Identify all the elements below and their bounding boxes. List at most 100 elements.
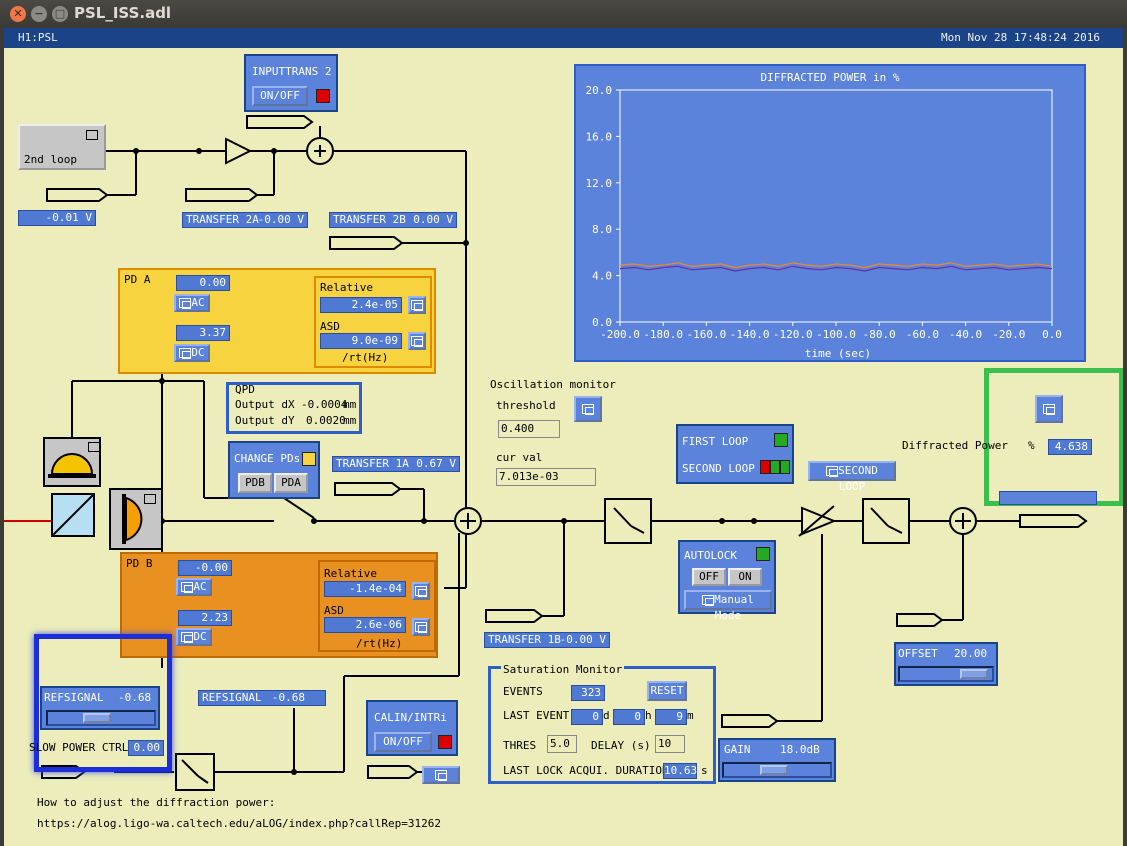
help-link[interactable]: https://alog.ligo-wa.caltech.edu/aLOG/in… — [37, 817, 441, 830]
offset-value: 20.00 — [954, 647, 988, 660]
header-channel: H1:PSL — [18, 31, 58, 44]
manual-mode-button[interactable]: Manual Mode — [684, 590, 772, 622]
osc-related-button[interactable] — [574, 396, 602, 422]
chart-y-tick-label: 20.0 — [586, 84, 613, 97]
pd-a-title: PD A — [124, 273, 151, 286]
osc-threshold-label: threshold — [496, 399, 556, 412]
duration-label: LAST LOCK ACQUI. DURATION — [503, 764, 669, 777]
chart-x-tick-label: -120.0 — [773, 328, 813, 341]
chart-series-line-1 — [619, 262, 1053, 269]
first-loop-label: FIRST LOOP — [682, 435, 749, 448]
pd-b-relative-value: -1.4e-04 — [324, 581, 406, 597]
pd-b-dc-button[interactable]: DC — [176, 628, 212, 646]
calin-onoff-button[interactable]: ON/OFF — [374, 732, 432, 752]
related-display-icon — [86, 130, 98, 140]
transfer-1b-value: -0.00 V — [559, 633, 606, 646]
pd-b-asd-value: 2.6e-06 — [324, 617, 406, 633]
qpd-panel: QPD Output dX -0.0004 mm Output dY 0.002… — [226, 382, 362, 434]
pd-related-icon[interactable] — [144, 494, 156, 504]
pd-b-asd-unit: /rt(Hz) — [356, 637, 403, 650]
delay-input[interactable]: 10 — [655, 735, 685, 753]
diffracted-power-highlight — [984, 368, 1123, 506]
delay-label: DELAY (s) — [591, 739, 651, 752]
pd-b-asd-plot-button[interactable] — [412, 618, 430, 636]
second-loop-status-label: SECOND LOOP — [682, 462, 755, 475]
refsignal-slider-knob[interactable] — [83, 713, 112, 723]
pd-a-panel: PD A 0.00 AC 3.37 DC Relative 2.4e-05 AS… — [118, 268, 436, 374]
qpd-dx-unit: mm — [343, 398, 357, 411]
thres-input[interactable]: 5.0 — [547, 735, 577, 753]
pd-b-ac-button[interactable]: AC — [176, 578, 212, 596]
pd-a-asd-unit: /rt(Hz) — [342, 351, 389, 364]
chart-x-tick-label: 0.0 — [1042, 328, 1062, 341]
pd-a-dc-button[interactable]: DC — [174, 344, 210, 362]
duration-value: 10.63 — [663, 763, 698, 779]
autolock-off-button[interactable]: OFF — [692, 568, 726, 586]
close-button[interactable]: ✕ — [10, 6, 26, 22]
refsignal-highlight — [34, 634, 172, 772]
second-loop-value: -0.01 V — [18, 210, 96, 226]
chart-x-tick-label: -20.0 — [992, 328, 1025, 341]
pd-a-ac-button[interactable]: AC — [174, 294, 210, 312]
osc-threshold-input[interactable]: 0.400 — [498, 420, 560, 438]
window-titlebar: ✕ − □ PSL_ISS.adl — [0, 0, 1127, 28]
inputtrans-onoff-button[interactable]: ON/OFF — [252, 86, 308, 106]
chart-plot-area — [619, 89, 1053, 323]
pd-b-dc-label: DC — [193, 630, 207, 643]
qpd-related-icon[interactable] — [88, 442, 100, 452]
pd-a-asd-plot-button[interactable] — [408, 332, 426, 350]
calin-status-led — [438, 735, 452, 749]
maximize-button[interactable]: □ — [52, 6, 68, 22]
refsignal-slider[interactable] — [46, 710, 156, 726]
transfer-2b: TRANSFER 2B 0.00 V — [329, 212, 457, 228]
gain-slider-knob[interactable] — [760, 765, 788, 775]
transfer-1b-label: TRANSFER 1B — [488, 633, 561, 646]
gain-value: 18.0dB — [780, 743, 820, 756]
pd-b-asd-label: ASD — [324, 604, 344, 617]
minimize-button[interactable]: − — [31, 6, 47, 22]
pd-b-panel: PD B -0.00 AC 2.23 DC Relative -1.4e-04 … — [120, 552, 438, 658]
transfer-1a-value: 0.67 V — [416, 457, 456, 470]
pd-a-relative-plot-button[interactable] — [408, 296, 426, 314]
chart-x-tick-label: -200.0 — [600, 328, 640, 341]
saturation-panel: Saturation Monitor EVENTS 323 RESET LAST… — [488, 663, 716, 784]
events-value: 323 — [571, 685, 605, 701]
gain-label: GAIN — [724, 743, 751, 756]
transfer-2a-value: -0.00 V — [257, 213, 304, 226]
pda-button[interactable]: PDA — [274, 473, 308, 493]
offset-slider-knob[interactable] — [960, 669, 988, 679]
chart-xlabel: time (sec) — [805, 347, 871, 360]
second-loop-button[interactable]: 2nd loop — [18, 124, 106, 170]
second-loop-related-button[interactable]: SECOND LOOP — [808, 461, 896, 493]
chart-x-tick-label: -140.0 — [730, 328, 770, 341]
slow-power-label: SLOW POWER CTRL — [29, 741, 129, 754]
diffracted-related-button[interactable] — [1035, 395, 1063, 423]
change-pds-title: CHANGE PDs — [234, 452, 301, 465]
pd-a-relative-value: 2.4e-05 — [320, 297, 402, 313]
offset-label: OFFSET — [898, 647, 938, 660]
reset-button[interactable]: RESET — [647, 681, 687, 701]
pd-b-relative-plot-button[interactable] — [412, 582, 430, 600]
transfer-2b-value: 0.00 V — [413, 213, 453, 226]
diffracted-unit: % — [1028, 439, 1035, 452]
pd-a-ac-value: 0.00 — [176, 275, 230, 291]
calin-related-button[interactable] — [422, 766, 460, 784]
autolock-title: AUTOLOCK — [684, 549, 737, 562]
last-event-days: 0 — [571, 709, 603, 725]
offset-slider[interactable] — [898, 666, 994, 682]
second-loop-label: 2nd loop — [24, 153, 77, 166]
pd-b-title: PD B — [126, 557, 153, 570]
chart-y-tick-label: 12.0 — [586, 177, 613, 190]
first-loop-led — [774, 433, 788, 447]
diffracted-hidden-field — [999, 491, 1097, 505]
pd-b-ac-value: -0.00 — [178, 560, 232, 576]
inputtrans-title: INPUTTRANS 2 — [252, 65, 332, 78]
hours-unit: h — [645, 709, 652, 722]
pd-b-ac-label: AC — [193, 580, 207, 593]
gain-slider[interactable] — [722, 762, 832, 778]
change-pds-panel: CHANGE PDs PDB PDA — [228, 441, 320, 499]
pd-a-dc-value: 3.37 — [176, 325, 230, 341]
pdb-button[interactable]: PDB — [238, 473, 272, 493]
autolock-on-button[interactable]: ON — [728, 568, 762, 586]
events-label: EVENTS — [503, 685, 543, 698]
